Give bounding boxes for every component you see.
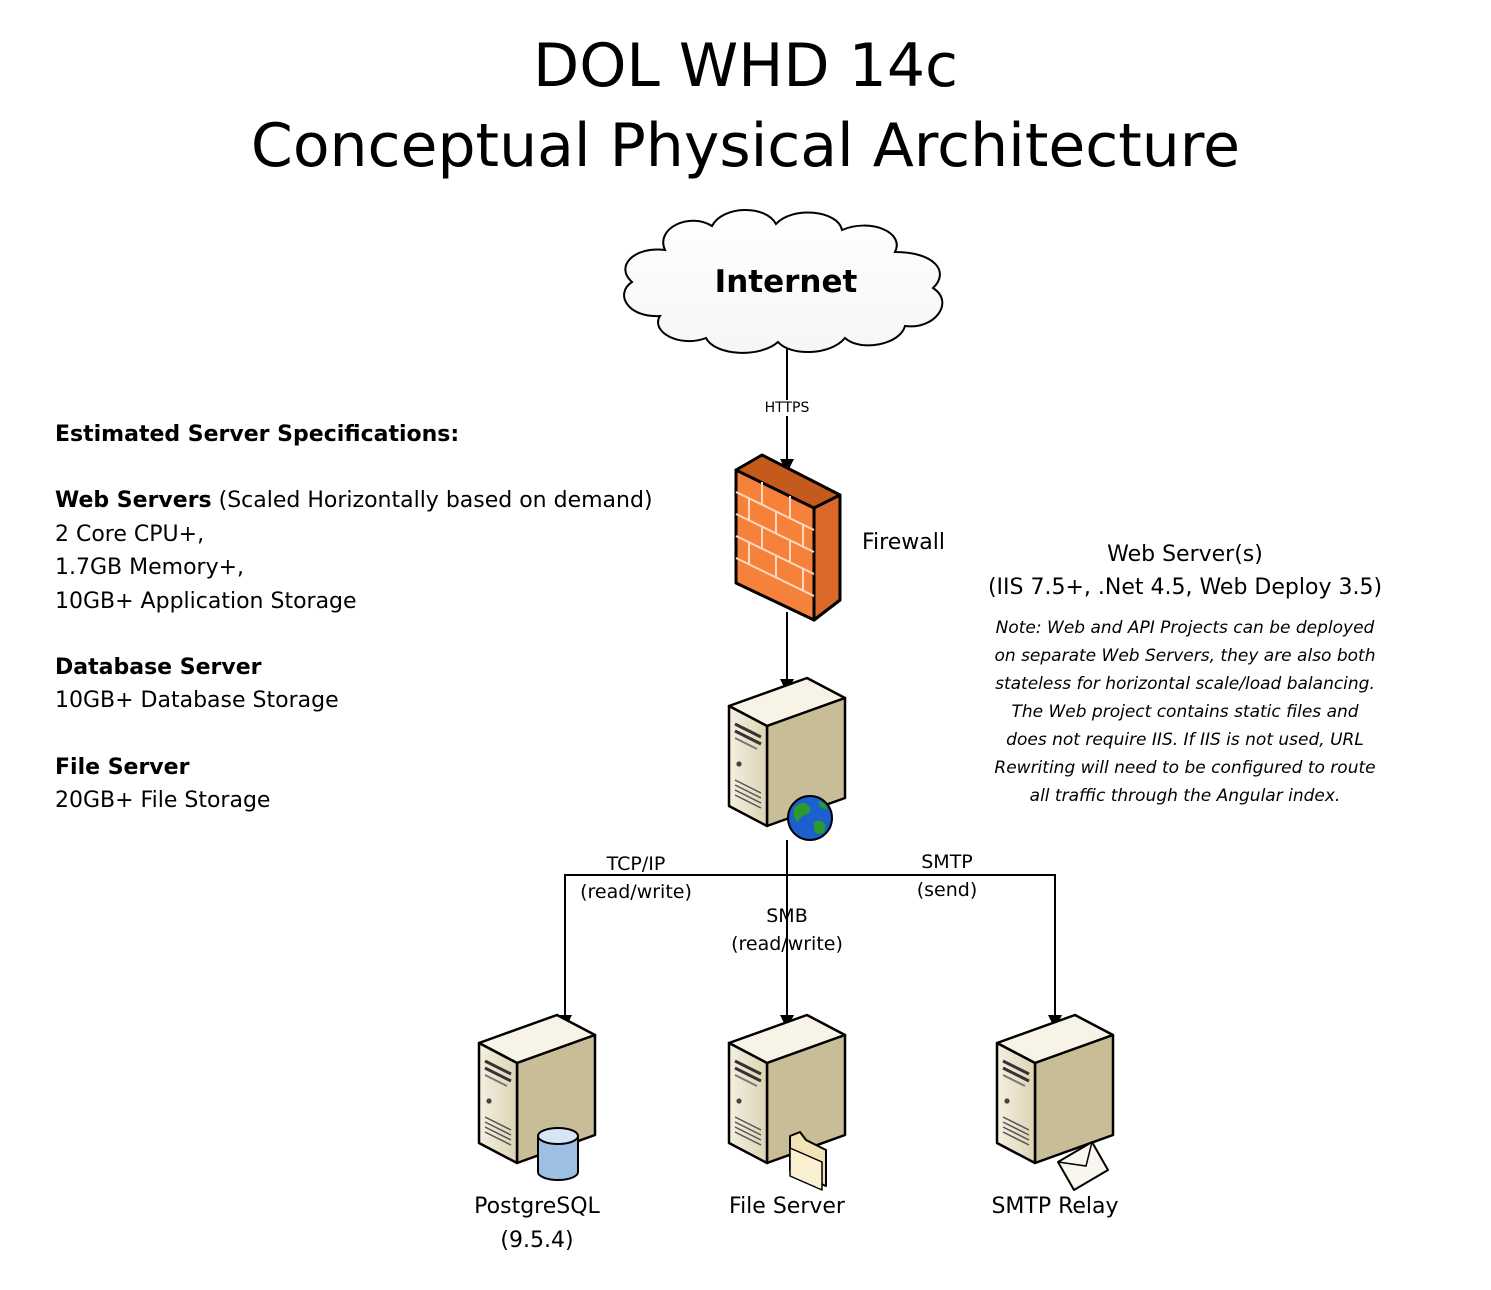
file-server-label: File Server: [729, 1194, 845, 1219]
file-server-spec-title: File Server: [55, 754, 190, 780]
smtp-label: SMTP (send): [905, 848, 989, 904]
tcpip-label: TCP/IP (read/write): [570, 850, 702, 906]
web-server-note: Note: Web and API Projects can be deploy…: [960, 614, 1410, 810]
smtp-mode: (send): [916, 879, 978, 901]
postgresql-label: PostgreSQL (9.5.4): [447, 1190, 627, 1258]
diagram-subtitle: Conceptual Physical Architecture: [250, 111, 1241, 181]
firewall-icon: [734, 453, 842, 622]
smb-mode: (read/write): [731, 933, 843, 955]
smb-label: SMB (read/write): [724, 902, 850, 958]
postgresql-version: (9.5.4): [500, 1228, 574, 1253]
spec-item: 10GB+ Database Storage: [55, 688, 339, 714]
specs-heading: Estimated Server Specifications:: [55, 422, 460, 447]
internet-cloud-icon: [623, 209, 944, 354]
envelope-icon: [1057, 1141, 1109, 1191]
spec-item: 10GB+ Application Storage: [55, 588, 357, 614]
distribution-connectors: [558, 840, 1062, 1029]
spec-item: 2 Core CPU+,: [55, 521, 205, 547]
diagram-title: DOL WHD 14c: [533, 31, 958, 101]
server-specifications: Estimated Server Specifications: Web Ser…: [55, 418, 695, 818]
firewall-label: Firewall: [862, 530, 945, 555]
folder-icon: [789, 1131, 827, 1191]
note-line: does not require IIS. If IIS is not used…: [1006, 730, 1364, 750]
note-line: on separate Web Servers, they are also b…: [994, 646, 1376, 666]
spec-item: 20GB+ File Storage: [55, 788, 271, 814]
https-label: HTTPS: [746, 400, 828, 416]
web-servers-title: Web Servers: [55, 488, 212, 514]
tcpip-mode: (read/write): [580, 881, 692, 903]
smtp-relay-label: SMTP Relay: [991, 1194, 1119, 1219]
database-icon: [537, 1127, 579, 1181]
note-line: all traffic through the Angular index.: [1029, 786, 1341, 806]
globe-icon: [787, 795, 833, 841]
tcpip-protocol: TCP/IP: [606, 853, 666, 875]
web-servers-spec-title: Web Servers (Scaled Horizontally based o…: [55, 484, 695, 517]
note-line: The Web project contains static files an…: [1011, 702, 1359, 722]
web-servers-suffix: (Scaled Horizontally based on demand): [211, 488, 653, 514]
web-server-subtitle: (IIS 7.5+, .Net 4.5, Web Deploy 3.5): [987, 575, 1383, 600]
smb-protocol: SMB: [766, 905, 808, 927]
note-line: Note: Web and API Projects can be deploy…: [995, 618, 1375, 638]
spec-item: 1.7GB Memory+,: [55, 555, 245, 581]
note-line: Rewriting will need to be configured to …: [994, 758, 1376, 778]
smtp-protocol: SMTP: [921, 851, 973, 873]
web-server-title: Web Server(s): [1107, 542, 1263, 567]
smtp-relay-server-icon: [995, 1013, 1115, 1165]
database-server-spec-title: Database Server: [55, 655, 262, 681]
postgresql-name: PostgreSQL: [474, 1194, 600, 1219]
file-server-icon: [727, 1013, 847, 1165]
internet-label: Internet: [714, 264, 858, 300]
note-line: stateless for horizontal scale/load bala…: [995, 674, 1375, 694]
